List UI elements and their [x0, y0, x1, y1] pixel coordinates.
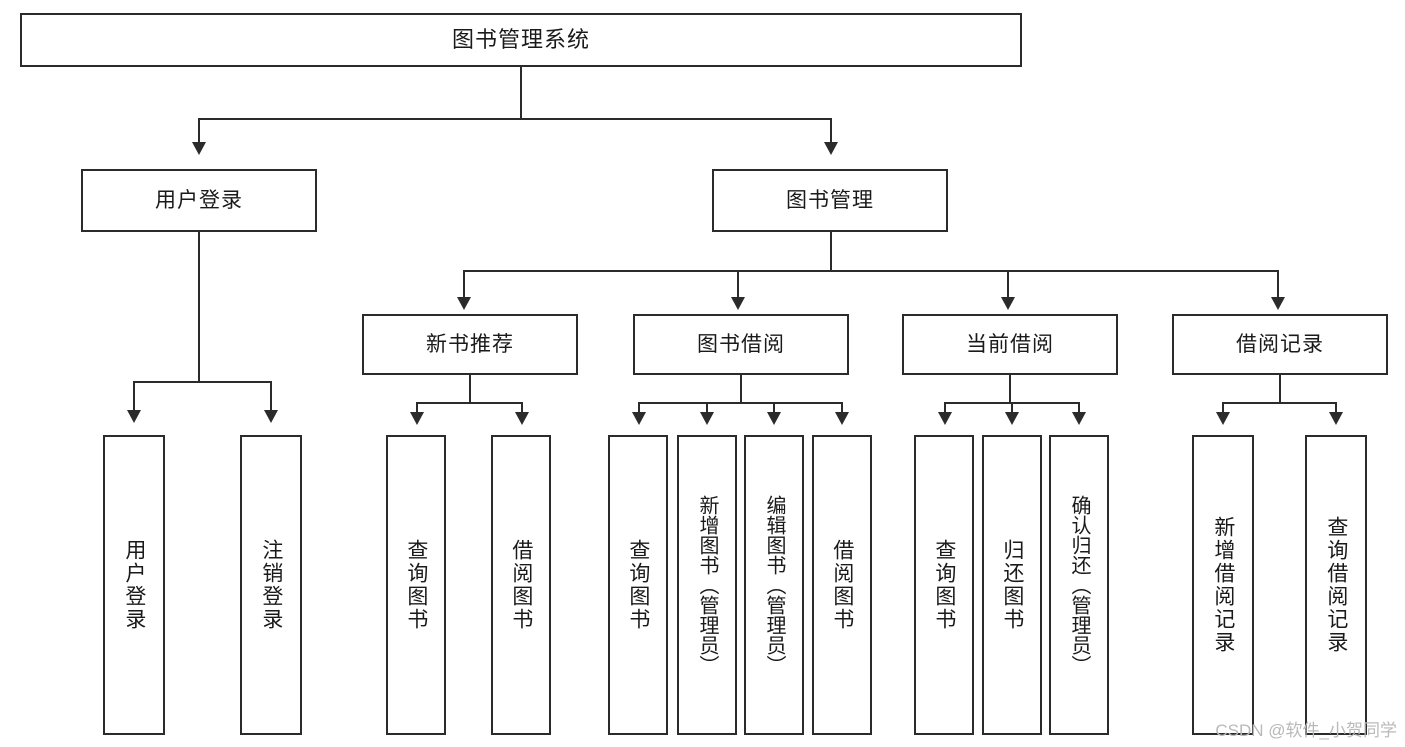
- arrowhead-book-borrow: [731, 297, 745, 310]
- connector-book-borrow-stem: [740, 375, 742, 403]
- connector-bb-drop-3: [773, 402, 775, 416]
- arrowhead-nbr-borrow-book: [515, 412, 529, 425]
- leaf-nbr-borrow-book[interactable]: 借阅图书: [491, 435, 551, 735]
- node-book-borrow[interactable]: 图书借阅: [633, 314, 849, 375]
- connector-root-bus: [198, 118, 832, 120]
- connector-nbr-drop-2: [521, 402, 523, 416]
- arrowhead-br-add-record: [1216, 412, 1230, 425]
- leaf-br-add-record[interactable]: 新增借阅记录: [1192, 435, 1254, 735]
- arrowhead-nbr-query-book: [410, 412, 424, 425]
- node-label: 新书推荐: [426, 332, 514, 356]
- node-label: 借阅记录: [1236, 332, 1324, 356]
- leaf-label: 新增借阅记录: [1211, 516, 1235, 654]
- leaf-label: 编辑图书（管理员）: [763, 495, 785, 675]
- leaf-br-query-record[interactable]: 查询借阅记录: [1305, 435, 1367, 735]
- connector-new-book-recommend-stem: [469, 375, 471, 403]
- connector-to-new-book-recommend: [463, 270, 465, 300]
- arrowhead-bb-query-book: [632, 412, 646, 425]
- connector-to-book-borrow: [737, 270, 739, 300]
- leaf-logout[interactable]: 注销登录: [240, 435, 302, 735]
- connector-user-login-stem: [198, 232, 200, 382]
- connector-borrow-record-stem: [1279, 375, 1281, 403]
- arrowhead-leaf-logout: [264, 410, 278, 423]
- connector-level3-bus: [463, 270, 1279, 272]
- node-label: 图书管理系统: [451, 26, 590, 52]
- leaf-label: 查询图书: [932, 539, 956, 631]
- connector-book-management-stem: [830, 232, 832, 271]
- connector-current-borrow-stem: [1009, 375, 1011, 403]
- arrowhead-user-login: [192, 142, 206, 155]
- leaf-label: 查询借阅记录: [1324, 516, 1348, 654]
- connector-book-borrow-bus: [638, 402, 843, 404]
- arrowhead-cb-confirm-return: [1072, 412, 1086, 425]
- leaf-label: 用户登录: [122, 539, 146, 631]
- connector-cb-drop-1: [944, 402, 946, 416]
- connector-root-to-user-login: [198, 118, 200, 146]
- leaf-label: 查询图书: [626, 539, 650, 631]
- arrowhead-bb-borrow-book: [835, 412, 849, 425]
- connector-user-login-drop-1: [133, 381, 135, 413]
- connector-root-to-book-management: [830, 118, 832, 146]
- node-borrow-record[interactable]: 借阅记录: [1172, 314, 1388, 375]
- arrowhead-cb-return-book: [1005, 412, 1019, 425]
- arrowhead-leaf-user-login: [127, 410, 141, 423]
- leaf-label: 归还图书: [1000, 539, 1024, 631]
- connector-bb-drop-2: [706, 402, 708, 416]
- node-book-management[interactable]: 图书管理: [712, 169, 948, 232]
- leaf-label: 注销登录: [259, 539, 283, 631]
- node-label: 图书管理: [786, 188, 874, 212]
- connector-nbr-drop-1: [416, 402, 418, 416]
- arrowhead-borrow-record: [1271, 297, 1285, 310]
- leaf-label: 借阅图书: [830, 539, 854, 631]
- leaf-nbr-query-book[interactable]: 查询图书: [386, 435, 446, 735]
- node-user-login[interactable]: 用户登录: [81, 169, 317, 232]
- connector-cb-drop-3: [1078, 402, 1080, 416]
- leaf-cb-return-book[interactable]: 归还图书: [982, 435, 1042, 735]
- connector-bb-drop-4: [841, 402, 843, 416]
- arrowhead-bb-edit-book: [767, 412, 781, 425]
- node-current-borrow[interactable]: 当前借阅: [902, 314, 1118, 375]
- node-label: 当前借阅: [966, 332, 1054, 356]
- connector-bb-drop-1: [638, 402, 640, 416]
- leaf-cb-confirm-return[interactable]: 确认归还（管理员）: [1049, 435, 1109, 735]
- leaf-bb-add-book[interactable]: 新增图书（管理员）: [677, 435, 737, 735]
- leaf-label: 借阅图书: [509, 539, 533, 631]
- connector-root-stem: [520, 67, 522, 119]
- arrowhead-br-query-record: [1329, 412, 1343, 425]
- node-root-book-management-system[interactable]: 图书管理系统: [20, 13, 1022, 67]
- node-label: 用户登录: [155, 188, 243, 212]
- connector-to-borrow-record: [1277, 270, 1279, 300]
- connector-to-current-borrow: [1007, 270, 1009, 300]
- arrowhead-current-borrow: [1001, 297, 1015, 310]
- leaf-user-login[interactable]: 用户登录: [103, 435, 165, 735]
- connector-br-drop-2: [1335, 402, 1337, 416]
- connector-user-login-drop-2: [270, 381, 272, 413]
- connector-cb-drop-2: [1011, 402, 1013, 416]
- connector-br-drop-1: [1222, 402, 1224, 416]
- connector-borrow-record-bus: [1222, 402, 1337, 404]
- connector-new-book-recommend-bus: [416, 402, 523, 404]
- arrowhead-bb-add-book: [700, 412, 714, 425]
- node-new-book-recommend[interactable]: 新书推荐: [362, 314, 578, 375]
- leaf-label: 确认归还（管理员）: [1068, 495, 1090, 675]
- leaf-bb-query-book[interactable]: 查询图书: [608, 435, 668, 735]
- leaf-bb-borrow-book[interactable]: 借阅图书: [812, 435, 872, 735]
- leaf-label: 新增图书（管理员）: [696, 495, 718, 675]
- watermark-text: CSDN @软件_小贺同学: [1215, 721, 1397, 740]
- leaf-label: 查询图书: [404, 539, 428, 631]
- arrowhead-new-book-recommend: [457, 297, 471, 310]
- leaf-bb-edit-book[interactable]: 编辑图书（管理员）: [744, 435, 804, 735]
- leaf-cb-query-book[interactable]: 查询图书: [914, 435, 974, 735]
- arrowhead-book-management: [824, 142, 838, 155]
- connector-user-login-bus: [133, 381, 271, 383]
- arrowhead-cb-query-book: [938, 412, 952, 425]
- node-label: 图书借阅: [697, 332, 785, 356]
